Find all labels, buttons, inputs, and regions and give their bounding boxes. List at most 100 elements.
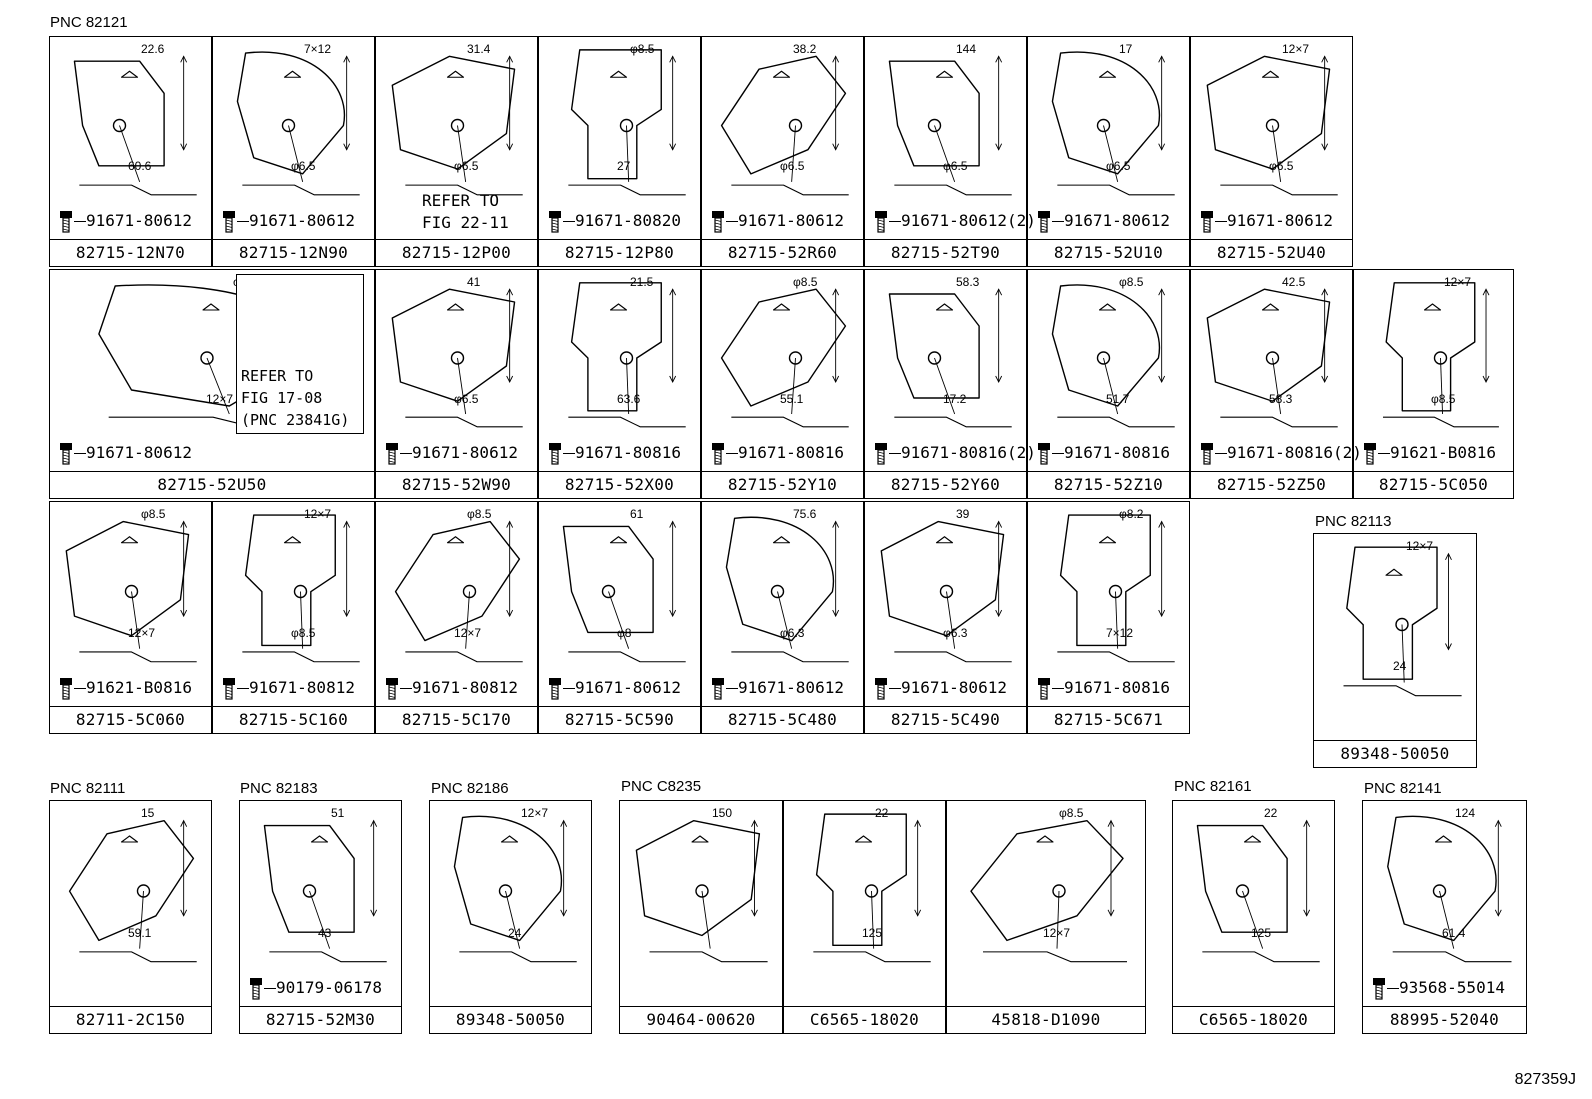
part-number[interactable]: 82715-12N70 [50,239,211,266]
dimension-label: φ6.5 [943,159,968,173]
bolt-callout[interactable]: 91671-80612(2) [873,208,1036,234]
part-number[interactable]: 82715-52Y10 [702,471,863,498]
part-number[interactable]: 82711-2C150 [50,1006,211,1033]
bolt-callout[interactable]: 91671-80612 [221,208,355,234]
part-number[interactable]: 82715-12P00 [376,239,537,266]
bolt-callout[interactable]: 91671-80816 [1036,440,1170,466]
part-number[interactable]: 82715-12P80 [539,239,700,266]
part-number[interactable]: C6565-18020 [1173,1006,1334,1033]
bolt-callout[interactable]: 91671-80816 [710,440,844,466]
part-number[interactable]: 88995-52040 [1363,1006,1526,1033]
part-number[interactable]: 82715-5C160 [213,706,374,733]
bolt-callout[interactable]: 91671-80612 [58,208,192,234]
bolt-part-number: 91671-80612 [412,443,518,462]
bolt-icon [547,208,563,234]
part-number[interactable]: 82715-52U40 [1191,239,1352,266]
part-number[interactable]: 82715-5C170 [376,706,537,733]
bolt-callout[interactable]: 91671-80812 [384,675,518,701]
dimension-label: 12×7 [1444,275,1472,289]
bolt-callout[interactable]: 91621-B0816 [1362,440,1496,466]
part-number[interactable]: 82715-52Y60 [865,471,1026,498]
bolt-callout[interactable]: 91671-80612 [1199,208,1333,234]
part-number[interactable]: 90464-00620 [620,1006,782,1033]
part-number[interactable]: 82715-5C060 [50,706,211,733]
dimension-label: φ8.5 [630,42,655,56]
bolt-callout[interactable]: 91671-80816 [1036,675,1170,701]
part-number[interactable]: 82715-52X00 [539,471,700,498]
part-number[interactable]: 82715-52U10 [1028,239,1189,266]
part-number[interactable]: 82715-52R60 [702,239,863,266]
bracket-drawing [73,55,197,196]
bracket-drawing [391,288,523,428]
bolt-callout[interactable]: 91671-80612 [710,208,844,234]
bracket-drawing [453,815,577,963]
part-number[interactable]: 45818-D1090 [947,1006,1145,1033]
part-number[interactable]: 82715-5C590 [539,706,700,733]
bracket-drawing [888,288,1012,428]
bolt-callout[interactable]: 91671-80612 [710,675,844,701]
bolt-callout[interactable]: 91671-80612 [384,440,518,466]
bolt-callout[interactable]: 91671-80816 [547,440,681,466]
bolt-callout[interactable]: 91671-80816(2) [873,440,1036,466]
part-number[interactable]: 89348-50050 [430,1006,591,1033]
bolt-callout[interactable]: 91671-80612 [1036,208,1170,234]
part-number[interactable]: 82715-5C490 [865,706,1026,733]
bolt-callout[interactable]: 91671-80820 [547,208,681,234]
bolt-callout[interactable]: 91621-B0816 [58,675,192,701]
part-number[interactable]: 82715-52W90 [376,471,537,498]
bolt-callout[interactable]: 91671-80612 [547,675,681,701]
bolt-callout[interactable]: 91671-80612 [58,440,192,466]
part-number[interactable]: 82715-52M30 [240,1006,401,1033]
bracket-drawing [1051,51,1175,196]
dimension-label: 17 [1119,42,1133,56]
part-number[interactable]: 82715-52T90 [865,239,1026,266]
part-number[interactable]: 82715-5C671 [1028,706,1189,733]
part-number[interactable]: C6565-18020 [784,1006,945,1033]
part-number[interactable]: 82715-5C480 [702,706,863,733]
part-number[interactable]: 82715-52Z10 [1028,471,1189,498]
bolt-callout[interactable]: 90179-06178 [248,975,382,1001]
bolt-callout[interactable]: 91671-80812 [221,675,355,701]
part-number[interactable]: 82715-52U50 [50,471,374,498]
part-number[interactable]: 89348-50050 [1314,740,1476,767]
bolt-callout[interactable]: 91671-80612 [873,675,1007,701]
bolt-callout[interactable]: 91671-80816(2) [1199,440,1362,466]
bolt-icon [1036,208,1052,234]
part-number[interactable]: 82715-12N90 [213,239,374,266]
part-number[interactable]: 82715-52Z50 [1191,471,1352,498]
bolt-callout[interactable]: 93568-55014 [1371,975,1505,1001]
part-number[interactable]: 82715-5C050 [1354,471,1513,498]
